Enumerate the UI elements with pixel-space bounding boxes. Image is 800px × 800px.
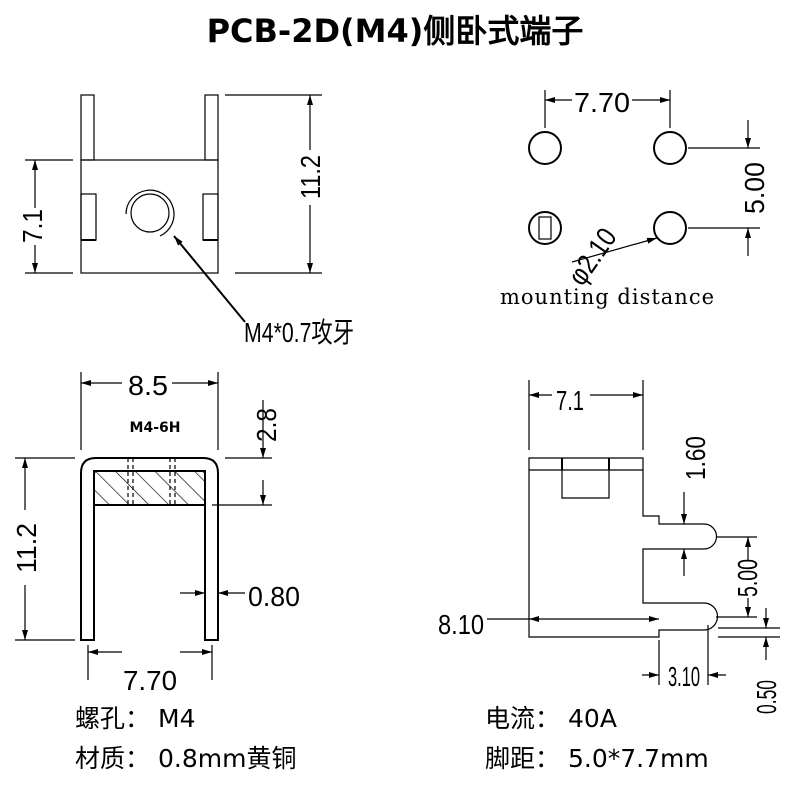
thread-section — [93, 470, 206, 506]
spec-value: 40A — [568, 704, 617, 733]
profile-view: 7.1 1.60 5.00 8.10 0.50 3.10 — [438, 380, 782, 714]
dim-hole-diameter: φ2.10 — [562, 222, 623, 291]
thread-hole — [130, 193, 170, 233]
dim-total-height: 11.2 — [295, 155, 326, 199]
front-view: 7.1 11.2 M4*0.7攻牙 — [17, 94, 354, 348]
dim-profile-width: 7.1 — [556, 385, 584, 416]
spec-label: 材质： — [75, 744, 150, 773]
svg-text:脚距：5.0*7.7mm: 脚距： 5.0*7.7mm — [485, 744, 709, 773]
side-view: M4-6H 8.5 2.8 11.2 0.80 7.70 — [11, 370, 300, 696]
mounting-view: 7.70 5.00 φ2.10 mounting distance — [500, 87, 770, 309]
leader-arrow — [173, 235, 246, 323]
spec-value: 5.0*7.7mm — [568, 744, 709, 773]
dim-offset: 3.10 — [668, 661, 700, 692]
thread-note: M4*0.7攻牙 — [244, 317, 354, 348]
dim-body-height: 7.1 — [17, 209, 48, 243]
spec-label: 脚距： — [485, 744, 560, 773]
svg-text:电流：40A: 电流： 40A — [485, 704, 617, 733]
dim-pitch-x: 7.70 — [574, 87, 630, 118]
svg-text:螺孔：M4: 螺孔： M4 — [75, 704, 196, 733]
spec-value: M4 — [158, 704, 195, 733]
spec-label: 螺孔： — [75, 704, 150, 733]
dim-wall: 0.80 — [248, 581, 300, 612]
spec-label: 电流： — [485, 704, 560, 733]
dim-top-thickness: 2.8 — [251, 408, 282, 442]
dim-side-height: 11.2 — [11, 523, 42, 573]
dim-pitch-y: 5.00 — [739, 162, 770, 214]
dim-leg-span: 7.70 — [123, 665, 177, 696]
spec-list: 螺孔： M4 材质： 0.8mm黄铜 电流： 40A 脚距： 5.0*7.7mm — [75, 704, 709, 773]
dim-width: 8.5 — [128, 370, 168, 401]
dim-slot-pitch: 5.00 — [732, 559, 763, 597]
dim-slot-width: 1.60 — [680, 436, 711, 480]
dim-gap: 0.50 — [751, 680, 782, 714]
thread-label: M4-6H — [130, 420, 181, 436]
mounting-caption: mounting distance — [500, 285, 715, 309]
spec-value: 0.8mm黄铜 — [158, 744, 296, 773]
dim-depth: 8.10 — [438, 609, 484, 640]
svg-text:材质：0.8mm黄铜: 材质： 0.8mm黄铜 — [75, 744, 296, 773]
page-title: PCB-2D(M4)侧卧式端子 — [207, 12, 584, 50]
